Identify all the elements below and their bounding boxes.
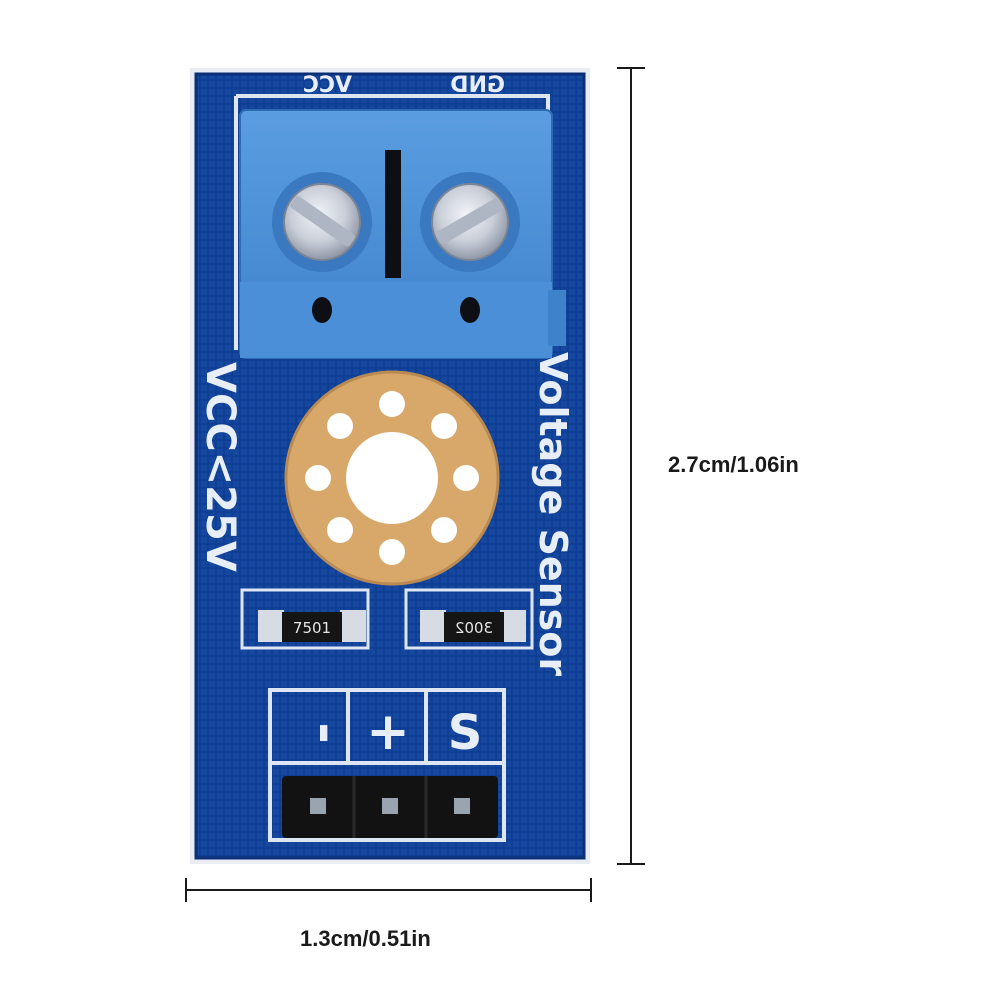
terminal-label-vcc: VCC [303,73,352,98]
screw-terminal-block [239,109,566,359]
height-dimension-line [617,67,645,865]
pin [310,798,326,814]
pin-header [282,776,498,838]
terminal-divider [385,150,401,278]
terminal-label-gnd: GND [450,73,505,98]
pin-label-positive: + [366,702,410,762]
mounting-pad [284,370,500,586]
resistor-1 [240,588,370,650]
resistor-1-code: 7501 [293,619,331,637]
voltage-rating-text: VCC<25V [197,362,243,572]
resistor-2-code: 3002 [455,619,493,637]
pin-label-signal: S [448,705,483,761]
pin [382,798,398,814]
height-dimension-label: 2.7cm/1.06in [668,452,799,477]
pin-label-negative: - [296,722,356,744]
product-name-text: Voltage Sensor [531,352,575,676]
resistor-2 [404,588,534,650]
width-dimension-label: 1.3cm/0.51in [300,926,431,951]
width-dimension-line [185,878,592,902]
pin [454,798,470,814]
